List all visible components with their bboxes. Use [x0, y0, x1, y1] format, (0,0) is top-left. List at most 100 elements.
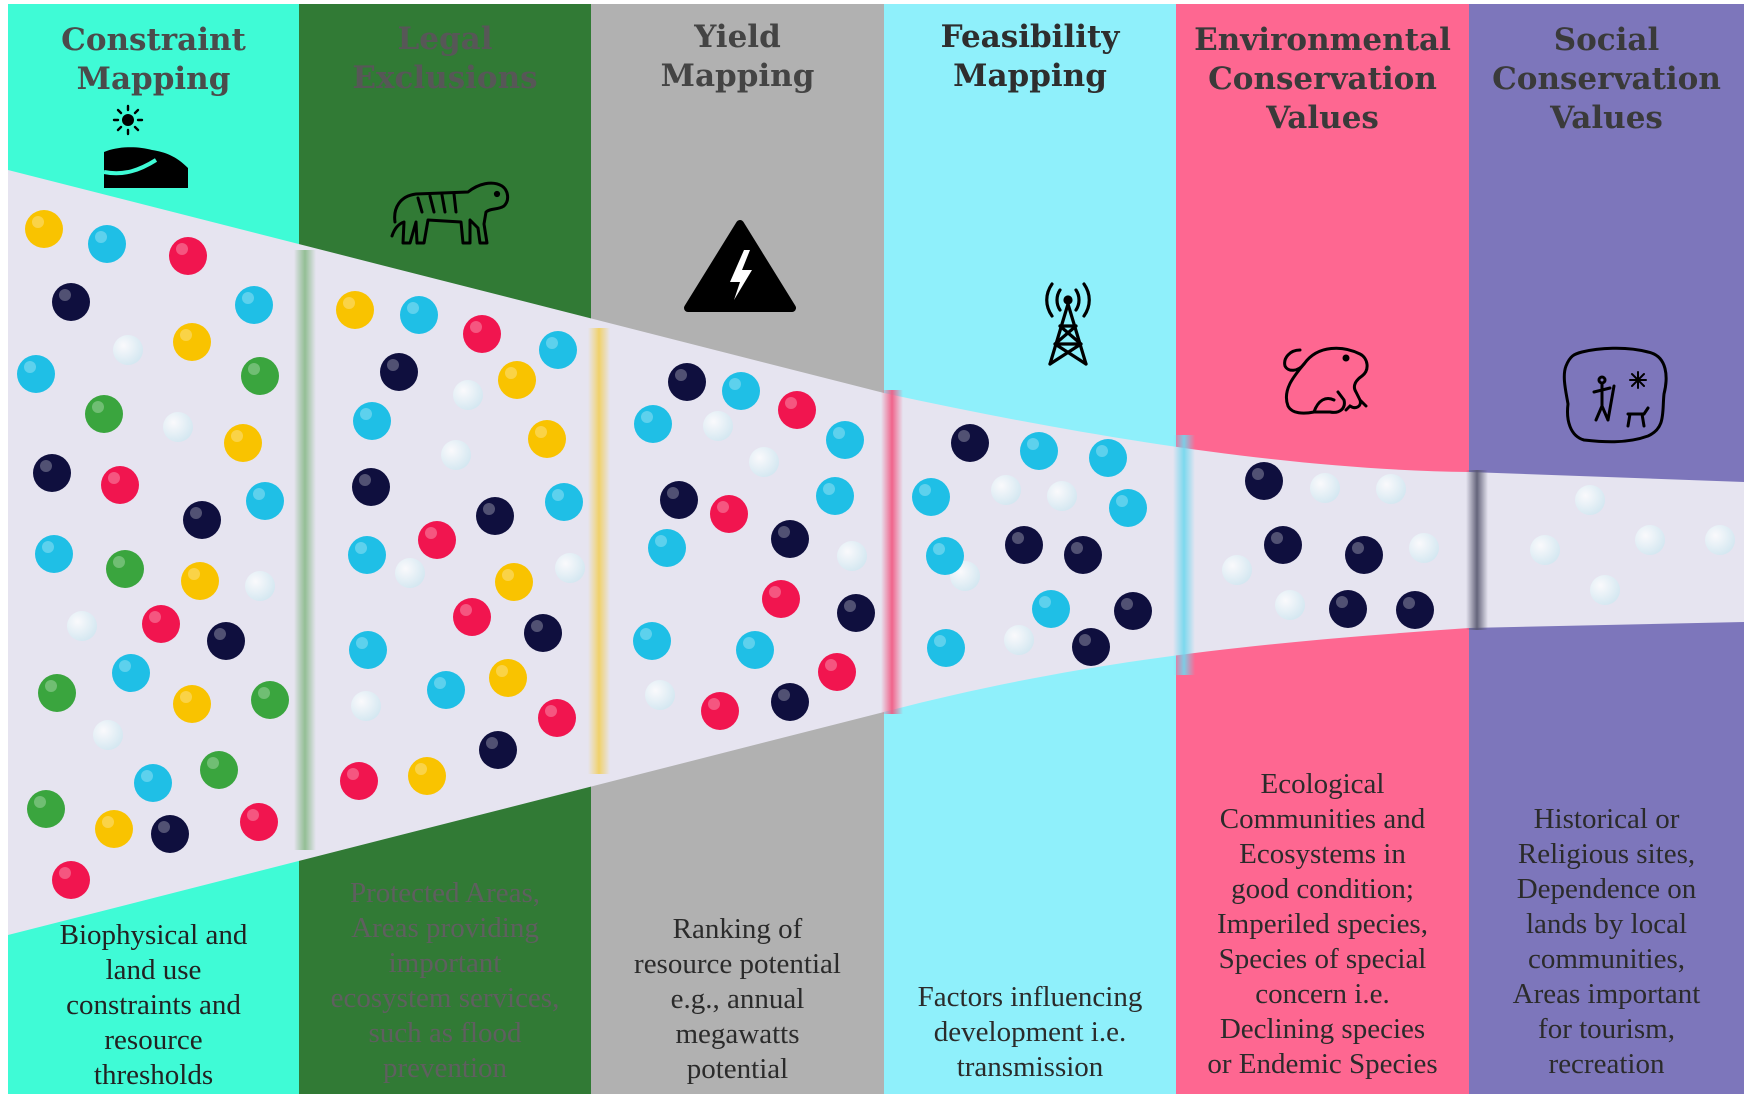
cyan-dot	[633, 622, 671, 660]
cyan-dot	[648, 529, 686, 567]
faded-dot	[1376, 474, 1406, 504]
navy-dot	[33, 454, 71, 492]
yellow-dot	[336, 291, 374, 329]
red-dot	[142, 605, 180, 643]
dot-highlight	[486, 737, 498, 749]
navy-dot	[207, 622, 245, 660]
cyan-dot	[17, 355, 55, 393]
yellow-dot	[495, 563, 533, 601]
dot-highlight	[425, 527, 437, 539]
faded-dot	[1047, 481, 1077, 511]
dot-highlight	[113, 556, 125, 568]
faded-dot	[395, 558, 425, 588]
title-social-conservation-values: Social Conservation Values	[1492, 22, 1721, 136]
description-environmental-conservation-values: Ecological Communities and Ecosystems in…	[1207, 768, 1438, 1080]
navy-dot	[476, 497, 514, 535]
dot-highlight	[729, 378, 741, 390]
navy-dot	[1264, 526, 1302, 564]
red-dot	[340, 762, 378, 800]
dot-highlight	[176, 243, 188, 255]
dot-highlight	[355, 542, 367, 554]
dot-highlight	[359, 474, 371, 486]
dot-highlight	[833, 427, 845, 439]
navy-dot	[524, 614, 562, 652]
description-legal-exclusions: Protected Areas, Areas providing importa…	[330, 877, 560, 1084]
description-feasibility-mapping: Factors influencing development i.e. tra…	[917, 981, 1143, 1083]
navy-dot	[1005, 526, 1043, 564]
dot-highlight	[675, 369, 687, 381]
faded-dot	[1530, 535, 1560, 565]
cyan-dot	[927, 629, 965, 667]
dot-highlight	[844, 600, 856, 612]
dot-highlight	[1116, 495, 1128, 507]
red-dot	[52, 861, 90, 899]
cyan-dot	[816, 477, 854, 515]
dot-highlight	[545, 705, 557, 717]
cyan-dot	[246, 482, 284, 520]
faded-dot	[1004, 625, 1034, 655]
dot-highlight	[214, 628, 226, 640]
red-dot	[418, 521, 456, 559]
dot-highlight	[743, 637, 755, 649]
faded-dot	[837, 541, 867, 571]
navy-dot	[1329, 590, 1367, 628]
faded-dot	[749, 447, 779, 477]
cyan-dot	[348, 536, 386, 574]
navy-dot	[1064, 536, 1102, 574]
dot-highlight	[546, 337, 558, 349]
navy-dot	[183, 501, 221, 539]
green-dot	[241, 357, 279, 395]
yellow-dot	[173, 685, 211, 723]
dot-highlight	[1121, 598, 1133, 610]
faded-dot	[93, 720, 123, 750]
dot-highlight	[356, 637, 368, 649]
dot-highlight	[1336, 596, 1348, 608]
faded-dot	[1310, 473, 1340, 503]
navy-dot	[1114, 592, 1152, 630]
dot-highlight	[552, 489, 564, 501]
dot-highlight	[407, 302, 419, 314]
dot-highlight	[655, 535, 667, 547]
cyan-dot	[1032, 590, 1070, 628]
cyan-dot	[539, 331, 577, 369]
green-dot	[106, 550, 144, 588]
navy-dot	[1345, 536, 1383, 574]
cyan-dot	[1020, 432, 1058, 470]
navy-dot	[1396, 591, 1434, 629]
red-dot	[240, 803, 278, 841]
dot-highlight	[242, 292, 254, 304]
dot-highlight	[158, 821, 170, 833]
rock-art-icon	[1562, 346, 1668, 444]
dot-highlight	[347, 768, 359, 780]
dot-highlight	[496, 665, 508, 677]
dot-highlight	[1027, 438, 1039, 450]
title-environmental-conservation-values: Environmental Conservation Values	[1194, 22, 1451, 136]
yellow-dot	[498, 361, 536, 399]
dot-highlight	[92, 401, 104, 413]
navy-dot	[668, 363, 706, 401]
green-dot	[200, 751, 238, 789]
cyan-dot	[427, 671, 465, 709]
navy-dot	[151, 815, 189, 853]
dot-highlight	[531, 620, 543, 632]
dot-highlight	[102, 816, 114, 828]
dot-highlight	[59, 289, 71, 301]
dot-highlight	[119, 660, 131, 672]
dot-highlight	[59, 867, 71, 879]
description-yield-mapping: Ranking of resource potential e.g., annu…	[634, 913, 841, 1085]
faded-dot	[703, 411, 733, 441]
cyan-dot	[353, 402, 391, 440]
cyan-dot	[1109, 489, 1147, 527]
navy-dot	[771, 683, 809, 721]
cyan-dot	[545, 483, 583, 521]
faded-dot	[1222, 555, 1252, 585]
dot-highlight	[343, 297, 355, 309]
green-dot	[27, 790, 65, 828]
dot-highlight	[40, 460, 52, 472]
cyan-dot	[134, 764, 172, 802]
dot-highlight	[1096, 445, 1108, 457]
tiger-icon	[390, 181, 510, 245]
dot-highlight	[1403, 597, 1415, 609]
navy-dot	[380, 353, 418, 391]
